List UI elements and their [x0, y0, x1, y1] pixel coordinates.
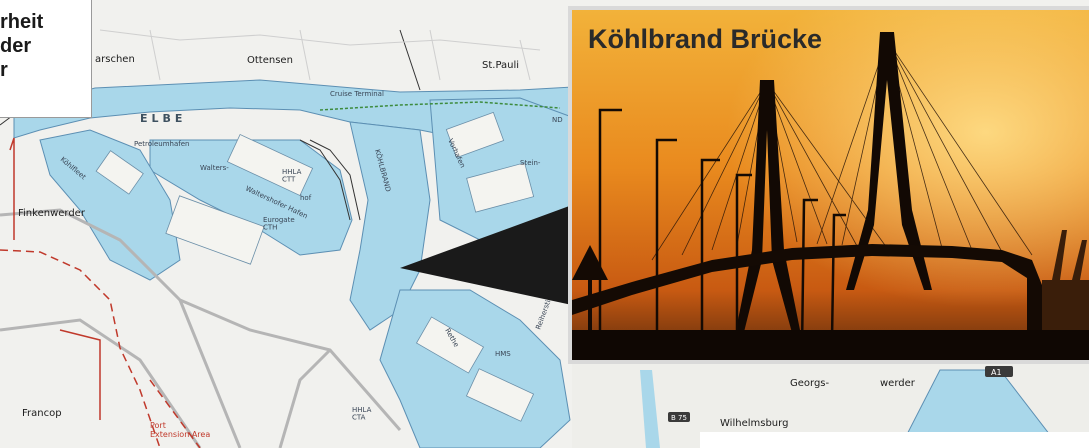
ground-shadow — [572, 330, 1089, 360]
label-stein: Stein- — [520, 159, 541, 167]
bridge-photo-image — [572, 10, 1089, 360]
photo-title: Köhlbrand Brücke — [588, 24, 823, 54]
lower-water — [899, 369, 1061, 448]
koehlfleet-water — [39, 129, 181, 281]
warning-sign — [572, 245, 608, 360]
label-marschen: arschen — [95, 54, 135, 65]
svg-text:A1: A1 — [991, 368, 1002, 377]
label-cruise-terminal: Cruise Terminal — [330, 90, 384, 98]
label-hms: HMS — [495, 350, 511, 358]
label-werder-lower: werder — [880, 378, 916, 389]
street-grid — [99, 29, 541, 81]
lower-channel — [640, 370, 660, 448]
note-line-3: r — [0, 59, 8, 81]
bridge-photo: Köhlbrand Brücke — [572, 10, 1089, 360]
label-nd: ND — [552, 116, 563, 124]
callout-wedge — [400, 205, 572, 305]
piers — [95, 111, 535, 422]
bridge-deck — [572, 244, 1042, 360]
label-hof: hof — [300, 194, 312, 202]
text-note-box: rheit der r — [0, 0, 92, 118]
label-francop: Francop — [22, 408, 62, 419]
note-line-2: der — [0, 35, 32, 57]
lower-panel-edge — [700, 432, 1089, 448]
label-walters: Walters- — [200, 164, 229, 172]
label-georgs: Georgs- — [790, 378, 830, 389]
label-petroleumhafen: Petroleumhafen — [134, 140, 189, 148]
bridge-pylons — [734, 32, 932, 340]
note-line-1: rheit — [0, 11, 44, 33]
label-finkenwerder: Finkenwerder — [18, 208, 86, 219]
label-st-pauli: St.Pauli — [482, 60, 519, 71]
label-ottensen: Ottensen — [247, 55, 293, 66]
green-line — [319, 101, 561, 111]
svg-text:B 75: B 75 — [671, 414, 687, 422]
port-boundary — [0, 137, 201, 448]
label-elbe: ELBE — [140, 112, 186, 125]
label-wilhelmsburg: Wilhelmsburg — [720, 418, 788, 429]
koehlbrand-water — [349, 121, 431, 331]
road-shield-b75: B 75 — [668, 412, 690, 422]
road-shield-a1: A1 — [985, 366, 1013, 377]
